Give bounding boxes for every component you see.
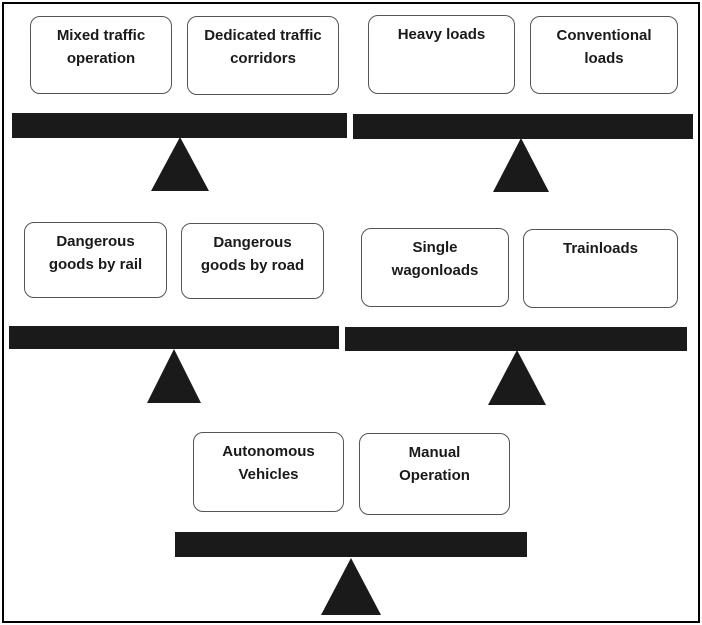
- balance-2-beam: [353, 114, 693, 139]
- balance-5-left-box: Autonomous Vehicles: [193, 432, 344, 512]
- balance-4-beam: [345, 327, 687, 351]
- balance-1-fulcrum: [151, 137, 209, 191]
- balance-5-fulcrum: [321, 558, 381, 615]
- balance-3-right-box: Dangerous goods by road: [181, 223, 324, 299]
- balance-3-fulcrum: [147, 349, 201, 403]
- balance-4-left-box: Single wagonloads: [361, 228, 509, 307]
- balance-4-fulcrum: [488, 350, 546, 405]
- balance-1-right-box: Dedicated traffic corridors: [187, 16, 339, 95]
- balance-1-left-box: Mixed traffic operation: [30, 16, 172, 94]
- balance-3-beam: [9, 326, 339, 349]
- balance-4-right-box: Trainloads: [523, 229, 678, 308]
- balance-1-beam: [12, 113, 347, 138]
- balance-5-beam: [175, 532, 527, 557]
- balance-2-right-box: Conventional loads: [530, 16, 678, 94]
- balance-3-left-box: Dangerous goods by rail: [24, 222, 167, 298]
- balance-5-right-box: Manual Operation: [359, 433, 510, 515]
- balance-2-fulcrum: [493, 138, 549, 192]
- balance-2-left-box: Heavy loads: [368, 15, 515, 94]
